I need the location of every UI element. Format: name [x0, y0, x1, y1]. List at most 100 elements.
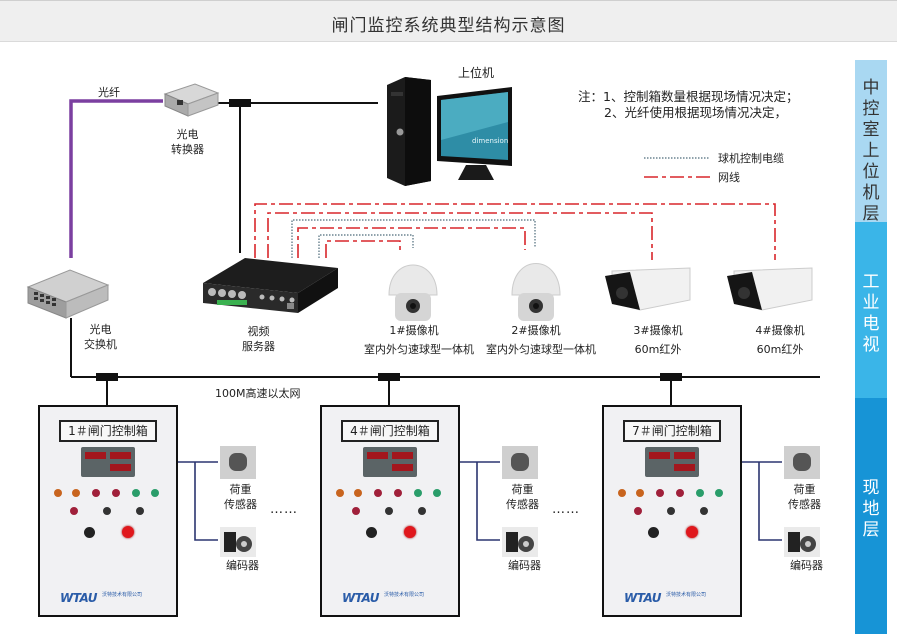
encoder-label-1: 编码器	[226, 559, 259, 572]
mode-selector-knob[interactable]	[648, 527, 659, 538]
camera-1-desc: 室内外匀速球型一体机	[364, 343, 474, 356]
control-cable-cam2	[291, 219, 536, 258]
display-panel	[363, 447, 417, 477]
camera-1-name: 1#摄像机	[389, 324, 439, 337]
monitor-brand: dimension	[472, 137, 509, 145]
display-panel	[645, 447, 699, 477]
encoder-label-2: 编码器	[508, 559, 541, 572]
down-button[interactable]	[136, 507, 144, 515]
indicator-light	[54, 489, 62, 497]
indicator-light	[636, 489, 644, 497]
control-cable-cam1	[318, 234, 414, 258]
layer-label-field: 现地层	[862, 478, 880, 540]
host-label: 上位机	[458, 66, 495, 80]
company-name: 沃特技术有限公司	[102, 592, 143, 598]
legend-dashed-label: 网线	[718, 171, 740, 184]
sensor-wire-2b	[476, 462, 500, 541]
layer-band-host: 中控室上位机层	[855, 60, 887, 224]
up-button[interactable]	[352, 507, 360, 515]
company-name: 沃特技术有限公司	[384, 592, 425, 598]
emergency-stop-button[interactable]	[686, 526, 698, 538]
fiber-label: 光纤	[98, 86, 120, 99]
layer-band-cctv: 工业电视	[855, 222, 887, 398]
control-box-title: 7＃闸门控制箱	[623, 420, 721, 442]
video-server-icon	[203, 258, 338, 313]
load-sensor-icon-1	[220, 446, 256, 479]
camera-4-name: 4#摄像机	[755, 324, 805, 337]
indicator-light	[336, 489, 344, 497]
optical-switch-icon	[26, 269, 110, 319]
encoder-icon-2	[502, 527, 538, 557]
indicator-light	[92, 489, 100, 497]
camera-2-name: 2#摄像机	[511, 324, 561, 337]
layer-band-field: 现地层	[855, 398, 887, 634]
layer-label-host: 中控室上位机层	[862, 78, 880, 224]
brand-logo: WTAU	[342, 591, 379, 605]
emergency-stop-button[interactable]	[122, 526, 134, 538]
video-server-label: 视频 服务器	[242, 325, 275, 353]
network-cable-cam1	[325, 240, 401, 258]
camera-3-label: 3#摄像机 60m红外	[628, 323, 688, 357]
sensor-wire-1b	[194, 462, 218, 541]
optical-converter-icon	[163, 83, 220, 117]
load-sensor-label-3: 荷重传感器	[788, 483, 821, 511]
encoder-icon-3	[784, 527, 820, 557]
mode-selector-knob[interactable]	[366, 527, 377, 538]
stop-button[interactable]	[103, 507, 111, 515]
indicator-light	[696, 489, 704, 497]
encoder-icon-1	[220, 527, 256, 557]
dome-camera-2-icon	[511, 263, 561, 321]
indicator-light	[618, 489, 626, 497]
host-computer-icon	[387, 77, 512, 186]
note-line-1: 注：1、控制箱数量根据现场情况决定；	[578, 89, 799, 104]
emergency-stop-button[interactable]	[404, 526, 416, 538]
camera-3-name: 3#摄像机	[633, 324, 683, 337]
layer-label-cctv: 工业电视	[862, 272, 880, 355]
indicator-light	[112, 489, 120, 497]
camera-1-label: 1#摄像机 室内外匀速球型一体机	[364, 323, 474, 357]
indicator-light	[414, 489, 422, 497]
network-label: 100M高速以太网	[215, 387, 301, 400]
sensor-wire-3b	[758, 462, 782, 541]
title-bar: 闸门监控系统典型结构示意图	[0, 0, 897, 42]
optical-converter-label: 光电 转换器	[171, 128, 204, 156]
control-box-1: 1＃闸门控制箱 WTAU 沃特技术有限公司	[38, 405, 178, 617]
ellipsis-2: ……	[552, 502, 580, 517]
network-cable-cam4	[254, 203, 776, 260]
load-sensor-icon-3	[784, 446, 820, 479]
encoder-label-3: 编码器	[790, 559, 823, 572]
indicator-light	[433, 489, 441, 497]
control-box-7: 7＃闸门控制箱 WTAU 沃特技术有限公司	[602, 405, 742, 617]
company-name: 沃特技术有限公司	[666, 592, 707, 598]
legend-dotted-label: 球机控制电缆	[718, 152, 784, 165]
camera-2-label: 2#摄像机 室内外匀速球型一体机	[486, 323, 596, 357]
network-cable-cam3	[267, 212, 653, 260]
indicator-light	[374, 489, 382, 497]
up-button[interactable]	[70, 507, 78, 515]
load-sensor-label-1: 荷重传感器	[224, 483, 257, 511]
bullet-camera-3-icon	[605, 267, 691, 311]
indicator-light	[656, 489, 664, 497]
load-sensor-icon-2	[502, 446, 538, 479]
control-box-title: 1＃闸门控制箱	[59, 420, 157, 442]
up-button[interactable]	[634, 507, 642, 515]
control-box-title: 4＃闸门控制箱	[341, 420, 439, 442]
display-panel	[81, 447, 135, 477]
mode-selector-knob[interactable]	[84, 527, 95, 538]
indicator-light	[151, 489, 159, 497]
indicator-light	[715, 489, 723, 497]
stop-button[interactable]	[385, 507, 393, 515]
bullet-camera-4-icon	[727, 267, 813, 311]
indicator-light	[394, 489, 402, 497]
down-button[interactable]	[418, 507, 426, 515]
brand-logo: WTAU	[60, 591, 97, 605]
brand-logo: WTAU	[624, 591, 661, 605]
indicator-light	[676, 489, 684, 497]
optical-switch-label: 光电 交换机	[84, 323, 117, 351]
network-cable-cam2	[297, 227, 526, 258]
indicator-light	[354, 489, 362, 497]
load-sensor-label-2: 荷重传感器	[506, 483, 539, 511]
down-button[interactable]	[700, 507, 708, 515]
stop-button[interactable]	[667, 507, 675, 515]
